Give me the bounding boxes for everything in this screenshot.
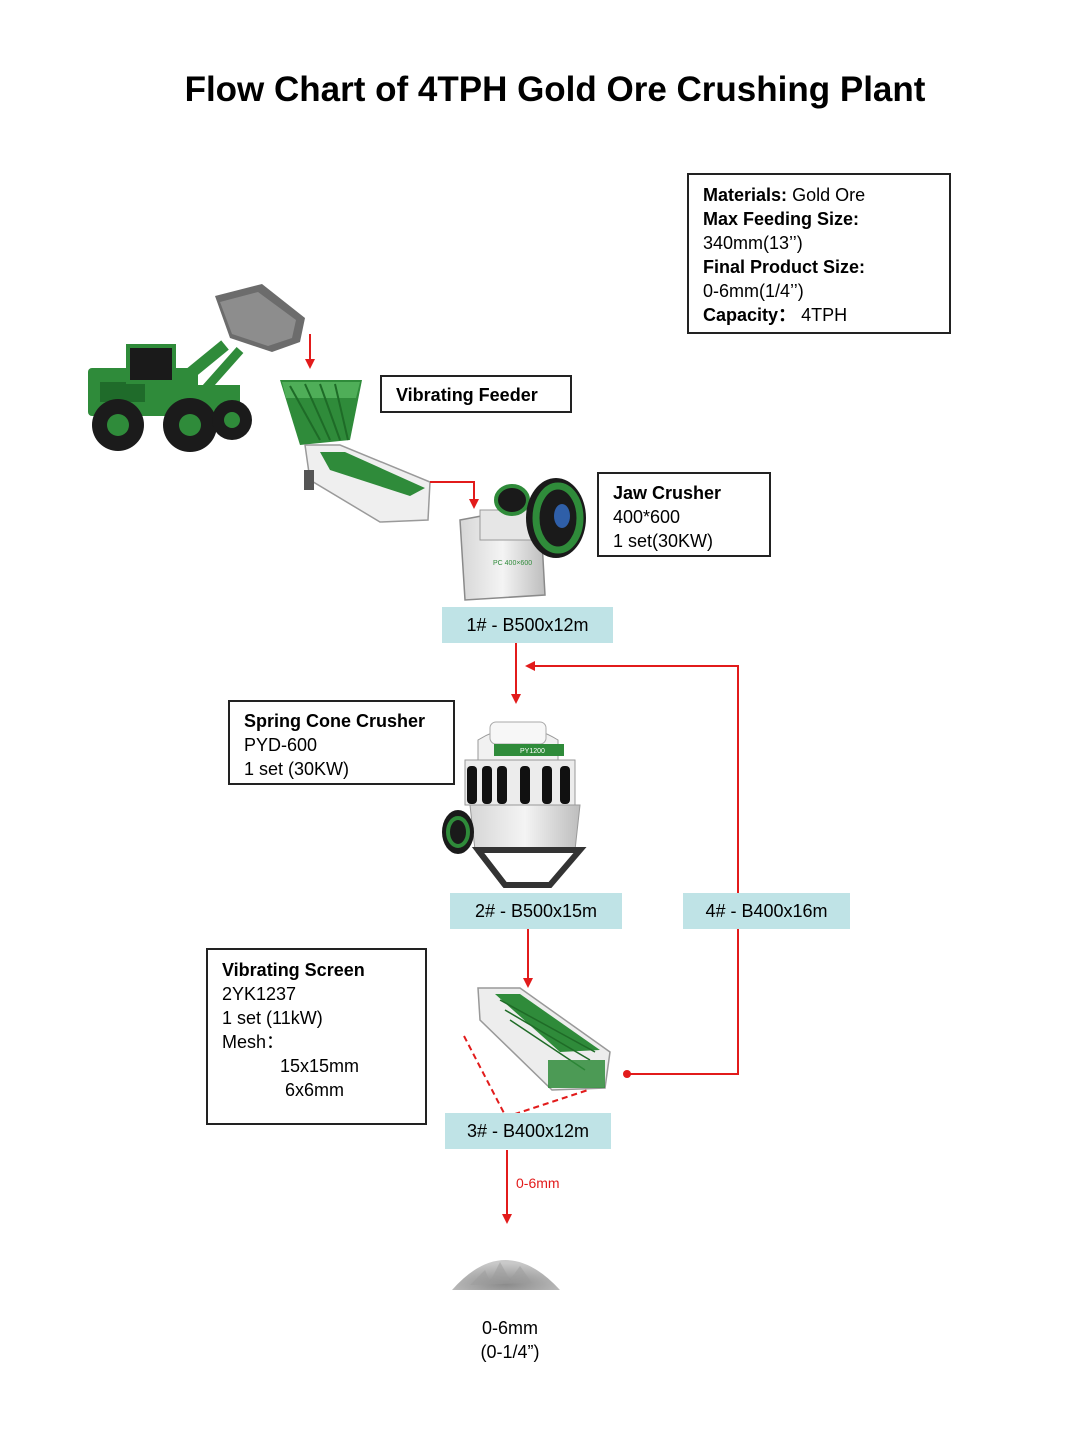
materials-label: Materials:	[703, 185, 788, 205]
jaw-crusher-qty: 1 set(30KW)	[613, 531, 714, 551]
product-size-mm: 0-6mm	[481, 1318, 538, 1338]
vibrating-screen-illustration	[477, 987, 611, 1091]
capacity-value: 4TPH	[801, 305, 848, 325]
feeder-to-jaw-arrow	[430, 481, 479, 509]
cone-crusher-qty: 1 set (30KW)	[244, 759, 350, 779]
materials-value: Gold Ore	[792, 185, 866, 205]
max-feed-value: 340mm(13’’)	[703, 233, 803, 253]
capacity-label: Capacity：	[703, 305, 797, 325]
product-size-in: (0-1/4”)	[480, 1342, 540, 1362]
belt-1-tag: 1# - B500x12m	[442, 607, 613, 643]
max-feed-label: Max Feeding Size:	[703, 209, 860, 229]
jaw-crusher-title: Jaw Crusher	[613, 483, 722, 503]
cone-crusher-model: PYD-600	[244, 735, 318, 755]
screen-mesh-1: 15x15mm	[280, 1056, 360, 1076]
feeder-label: Vibrating Feeder	[396, 385, 538, 405]
cone-crusher-illustration: PY1200	[442, 721, 587, 888]
belt-3-tag: 3# - B400x12m	[445, 1113, 611, 1149]
final-size-value: 0-6mm(1/4’’)	[703, 281, 804, 301]
cone-crusher-title: Spring Cone Crusher	[244, 711, 426, 731]
jaw-crusher-illustration: PC 400×600	[459, 478, 586, 601]
final-size-label: Final Product Size:	[703, 257, 866, 277]
vibrating-feeder-illustration	[280, 380, 431, 523]
screen-mesh-2: 6x6mm	[285, 1080, 345, 1100]
screen-title: Vibrating Screen	[222, 960, 365, 980]
product-size-label: 0-6mm (0-1/4”)	[440, 1316, 580, 1364]
return-loop-arrow	[525, 661, 739, 1075]
belt-2-tag: 2# - B500x15m	[450, 893, 622, 929]
product-pile-icon	[452, 1260, 560, 1290]
cone-nameplate: PY1200	[520, 748, 545, 755]
screen-mesh-label: Mesh：	[222, 1032, 285, 1052]
screen-model: 2YK1237	[222, 984, 297, 1004]
wheel-loader-illustration	[88, 284, 305, 452]
screen-qty: 1 set (11kW)	[222, 1008, 323, 1028]
page-title: Flow Chart of 4TPH Gold Ore Crushing Pla…	[184, 70, 926, 109]
jaw-crusher-model: 400*600	[613, 507, 681, 527]
belt-4-tag: 4# - B400x16m	[683, 893, 850, 929]
vibrating-screen-box: Vibrating Screen 2YK1237 1 set (11kW) Me…	[206, 948, 427, 1125]
output-arrow-label: 0-6mm	[516, 1175, 560, 1191]
specs-box: Materials: Gold Ore Max Feeding Size: 34…	[687, 173, 951, 334]
cone-crusher-box: Spring Cone Crusher PYD-600 1 set (30KW)	[228, 700, 455, 785]
jaw-nameplate: PC 400×600	[493, 560, 532, 567]
jaw-crusher-box: Jaw Crusher 400*600 1 set(30KW)	[597, 472, 771, 557]
feeder-label-box: Vibrating Feeder	[380, 375, 572, 413]
return-start-dot	[623, 1070, 631, 1078]
